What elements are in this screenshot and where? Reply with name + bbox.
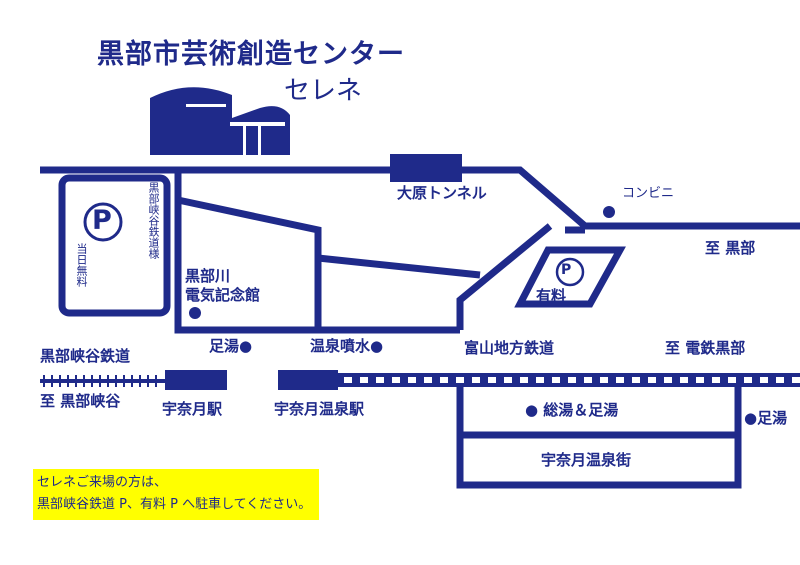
kurobegawa-block	[174, 170, 460, 334]
kurobe-gorge-railway-ticks	[43, 375, 157, 387]
unazuki-onsen-town-label: 宇奈月温泉街	[541, 451, 632, 469]
kurobegawa-museum-label: 黒部川 電気記念館	[185, 267, 261, 304]
free-parking-p-circle	[83, 202, 123, 242]
selene-building-icon	[150, 87, 290, 156]
to-kurobe-label: 至 黒部	[705, 239, 756, 257]
tunnel-mark	[390, 154, 462, 182]
notice-line-2: 黒部峡谷鉄道 P、有料 P へ駐車してください。	[37, 497, 312, 512]
connector-road	[456, 223, 553, 330]
paid-parking-p: P	[561, 262, 572, 278]
map-subtitle: セレネ	[284, 76, 363, 106]
ashiyu-label-2: ●足湯	[744, 409, 788, 427]
main-road	[40, 166, 800, 230]
toyama-railway-label: 富山地方鉄道	[464, 339, 555, 357]
convenience-store-dot	[603, 206, 615, 218]
museum-dot	[189, 307, 201, 319]
paid-parking-lot	[514, 246, 626, 308]
free-parking-p: P	[92, 205, 112, 236]
unazuki-station-mark	[165, 370, 227, 390]
soyu-ashiyu-label: ● 総湯＆足湯	[525, 401, 619, 419]
paid-parking-label: 有料	[536, 287, 567, 305]
ashiyu-label-1: 足湯●	[209, 337, 253, 355]
museum-road-upper	[177, 196, 322, 330]
notice-line-1: セレネご来場の方は、	[37, 475, 168, 490]
map-title: 黒部市芸術創造センター	[97, 39, 405, 70]
unazuki-onsen-station-mark	[278, 370, 338, 390]
onsen-fountain-label: 温泉噴水●	[310, 337, 384, 355]
unazuki-station-label: 宇奈月駅	[162, 400, 223, 418]
convenience-store-label: コンビニ	[622, 186, 675, 201]
free-parking-lot	[58, 174, 171, 317]
toyama-railway-line	[338, 373, 800, 387]
kurobe-gorge-railway-label: 黒部峡谷鉄道	[40, 347, 131, 365]
parking-owner-label: 黒部峡谷鉄道様	[147, 182, 160, 259]
to-kurobe-gorge-label: 至 黒部峡谷	[40, 392, 121, 410]
museum-road-lower	[317, 254, 481, 279]
unazuki-onsen-station-label: 宇奈月温泉駅	[274, 400, 365, 418]
ohara-tunnel-label: 大原トンネル	[397, 184, 487, 202]
to-dentetsu-kurobe-label: 至 電鉄黒部	[665, 339, 746, 357]
paid-parking-p-circle	[555, 257, 585, 287]
parking-free-label: 当日無料	[75, 243, 88, 287]
parking-notice: セレネご来場の方は、 黒部峡谷鉄道 P、有料 P へ駐車してください。	[33, 469, 320, 520]
